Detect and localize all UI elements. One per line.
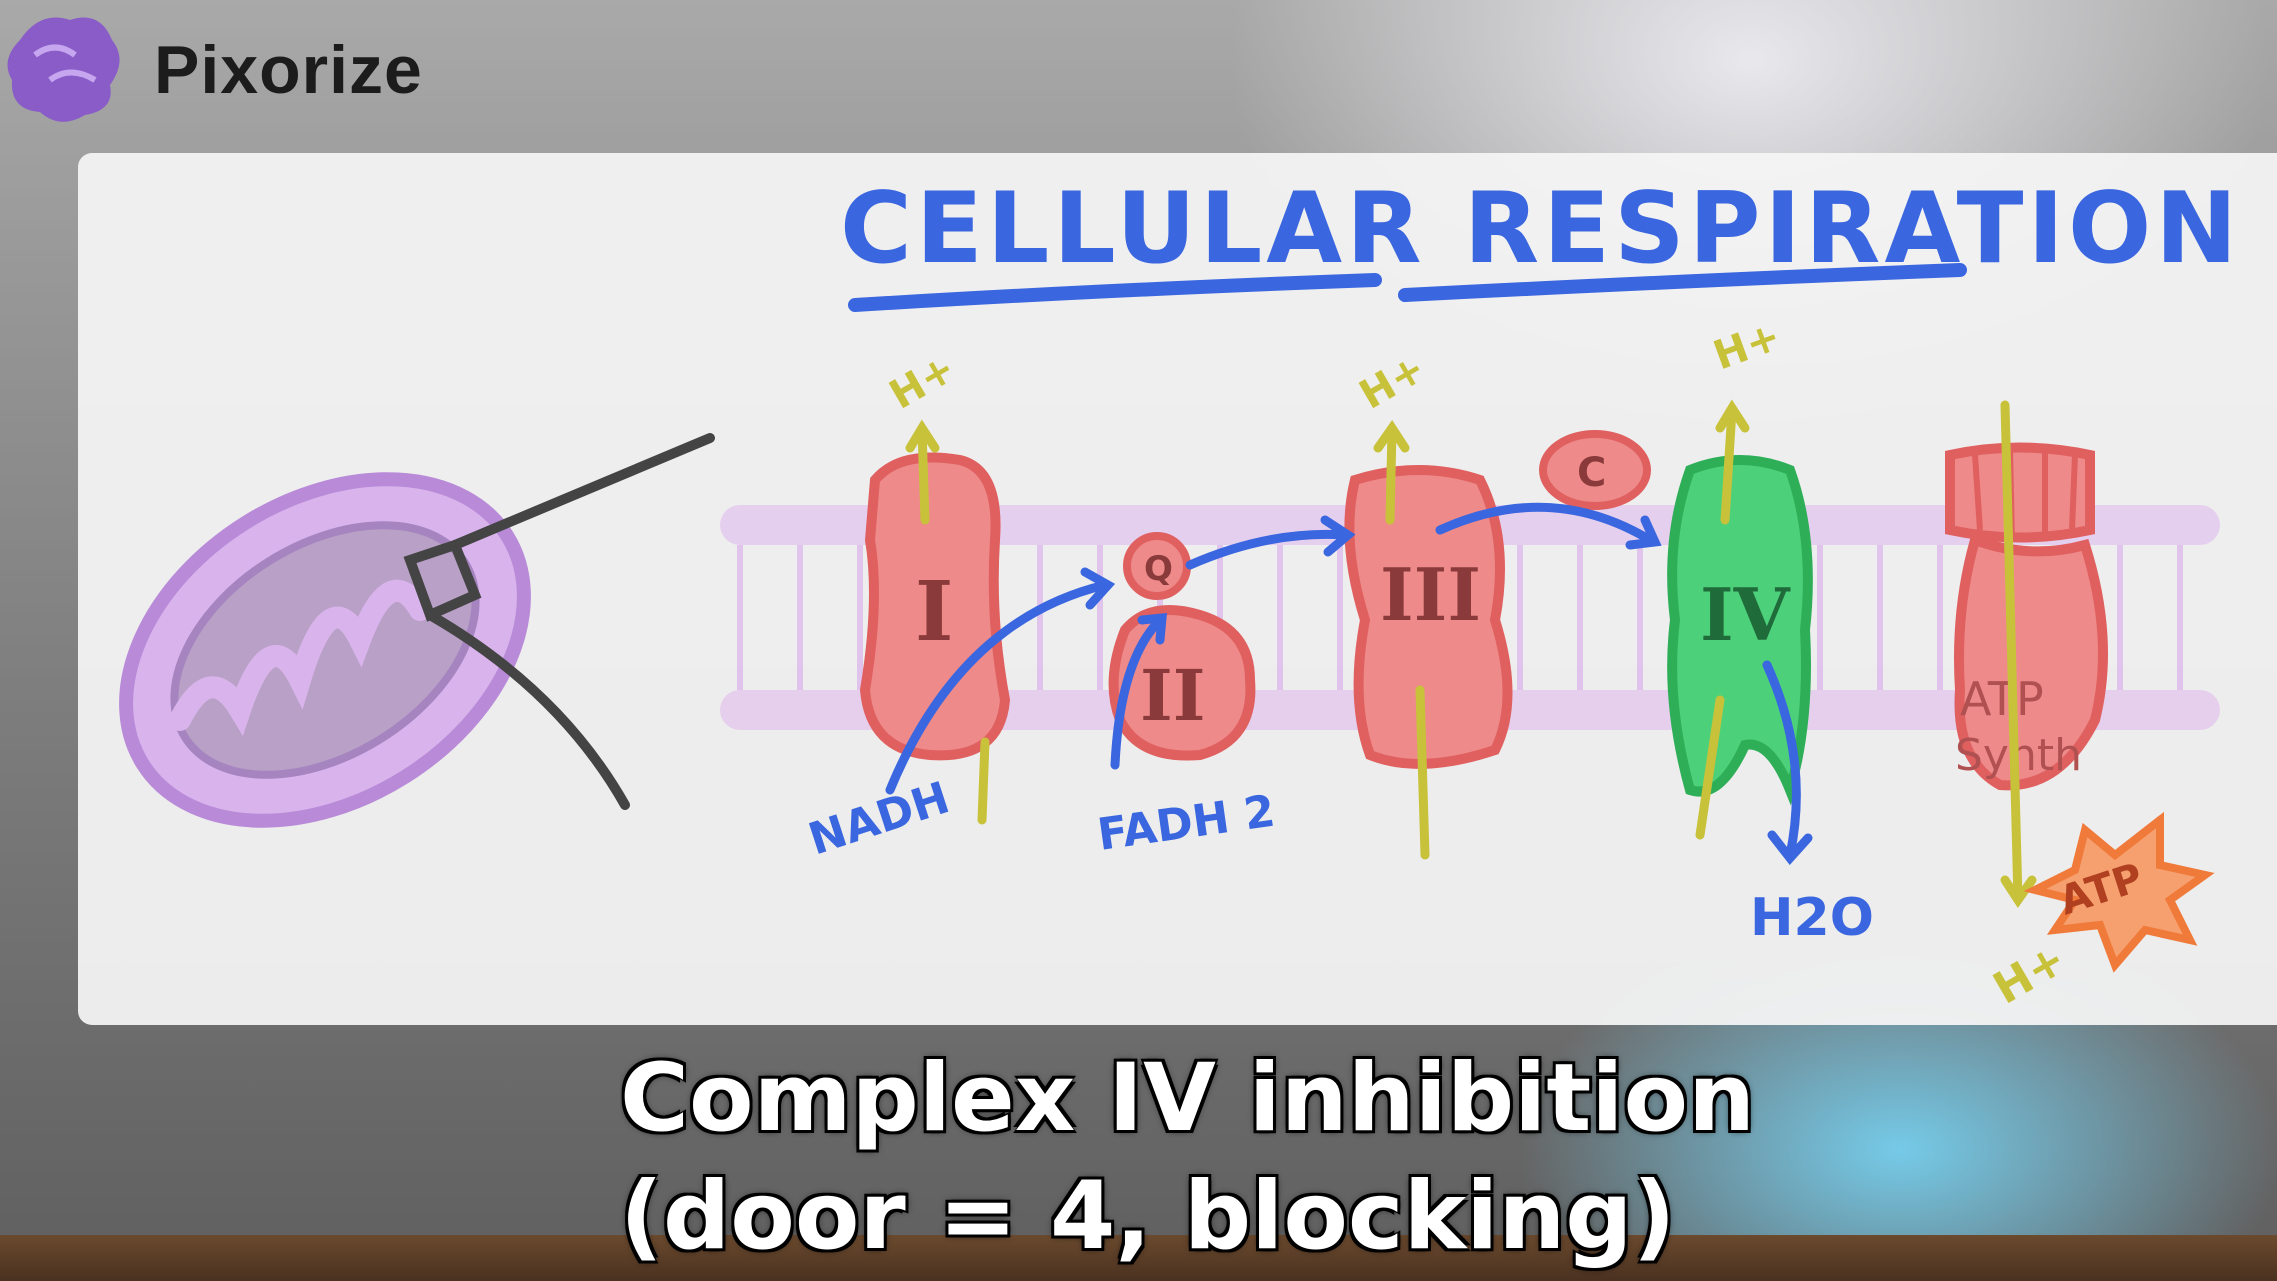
- zoom-callout: [403, 433, 715, 810]
- proton-flow-lines: [905, 399, 2037, 909]
- brand-header: Pixorize: [0, 0, 423, 140]
- h-plus-label-1: H+: [882, 345, 963, 418]
- diagram-title: CELLULAR RESPIRATION: [840, 172, 2241, 286]
- caption-line-2: (door = 4, blocking): [620, 1162, 1676, 1271]
- background-floor: [0, 1235, 2277, 1281]
- h-plus-label-3: H+: [1708, 313, 1787, 379]
- complex-iii-label: III: [1380, 552, 1481, 637]
- ubiquinone-q: Q: [1123, 532, 1191, 600]
- cytochrome-c: C: [1539, 430, 1651, 510]
- brain-logo-icon: [7, 17, 120, 122]
- c-label: C: [1577, 450, 1606, 496]
- fadh2-label: FADH 2: [1094, 786, 1278, 861]
- complex-i: I: [859, 452, 1011, 761]
- atp-synthase: ATP Synth: [1945, 442, 2108, 791]
- h-plus-label-4: H+: [1985, 934, 2074, 1015]
- h2o-label: H2O: [1750, 888, 1874, 948]
- atp-burst: ATP: [2023, 811, 2215, 973]
- complex-ii: II: [1108, 605, 1256, 761]
- brand-name: Pixorize: [154, 32, 423, 108]
- subtitle-caption: Complex IV inhibition (door = 4, blockin…: [620, 1040, 2120, 1281]
- complex-ii-label: II: [1140, 654, 1206, 737]
- atp-synthase-label-1: ATP: [1960, 672, 2044, 726]
- complex-iii: III: [1344, 465, 1513, 769]
- electron-flow-arrows: [885, 502, 1813, 865]
- title-underline-left: [848, 273, 1382, 312]
- complex-i-label: I: [915, 564, 953, 660]
- q-label: Q: [1144, 549, 1173, 589]
- title-underline-right: [1398, 263, 1967, 302]
- caption-line-1: Complex IV inhibition: [620, 1044, 1756, 1153]
- mitochondrion: [119, 472, 531, 828]
- h-plus-label-2: H+: [1352, 345, 1433, 418]
- nadh-label: NADH: [803, 772, 956, 865]
- complex-iv-label: IV: [1700, 572, 1791, 657]
- complex-iv: IV: [1667, 455, 1813, 806]
